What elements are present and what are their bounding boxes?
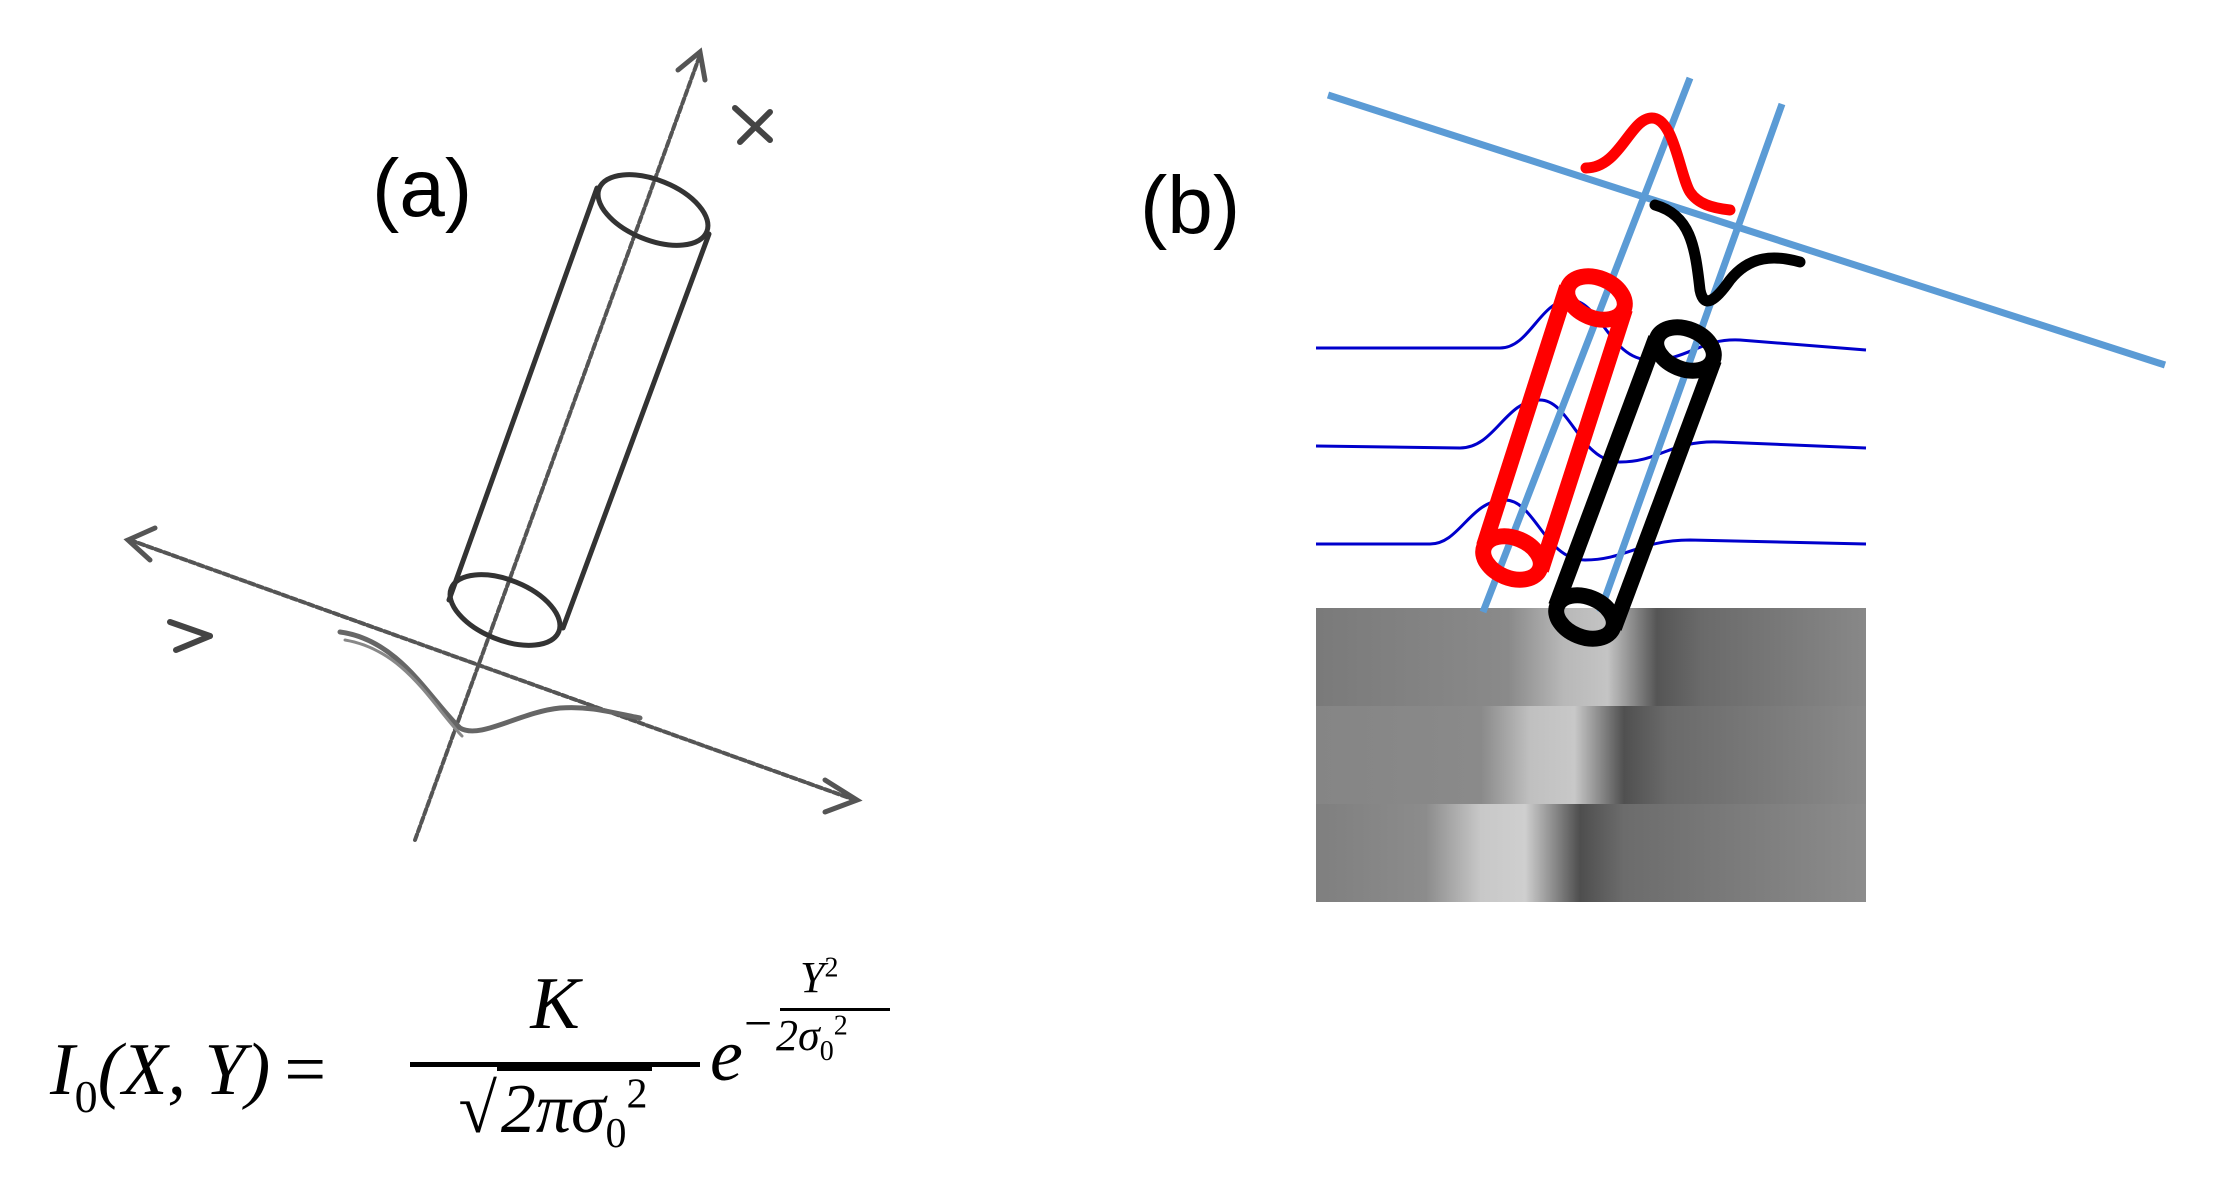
panel-b-label: (b) [1140, 160, 1241, 251]
panel-a-label: (a) [372, 143, 473, 234]
formula-exponent-numerator-sup: 2 [824, 952, 839, 984]
formula-exponent-denominator-sub: 0 [819, 1035, 834, 1067]
profile-top [1316, 298, 1867, 362]
formula-equals: = [284, 1029, 327, 1111]
formula-numerator: K [530, 963, 580, 1045]
formula-exponent-denominator-sup: 2 [833, 1010, 848, 1042]
formula-exponent-denominator: 2σ [776, 1011, 820, 1060]
cylinder-sketch [446, 172, 712, 648]
x-axis-letter: X [742, 98, 743, 99]
black-cylinder [1548, 319, 1722, 647]
profile-middle [1315, 398, 1867, 464]
formula-lhs-symbol: I [50, 1029, 75, 1111]
sqrt-symbol: √ [458, 1071, 497, 1148]
formula-lhs-args: (X, Y) [97, 1029, 271, 1111]
formula-exponent-bar [780, 1008, 890, 1011]
axis-black-cylinder [1596, 102, 1786, 614]
red-gaussian-curve [1580, 112, 1736, 216]
formula-denominator-inner: 2πσ [500, 1071, 606, 1148]
formula-exponent-numerator: Y [800, 953, 825, 1002]
projection-axes [1326, 76, 2167, 614]
axis-red-cylinder [1479, 76, 1694, 614]
formula-denominator-sub: 0 [605, 1111, 627, 1157]
formula-denominator-sup: 2 [626, 1071, 648, 1118]
y-axis-letter-mark [167, 619, 213, 653]
gaussian-profile-sketch [337, 629, 643, 734]
y-axis-letter: Y [176, 624, 177, 625]
x-axis-arrowhead [675, 47, 708, 83]
formula-base: e [710, 1015, 743, 1097]
intensity-image [1316, 608, 1866, 902]
x-axis-line [413, 53, 702, 842]
x-axis-letter-mark [732, 105, 773, 145]
projection-line [1326, 91, 2167, 369]
formula-exponent-sign: − [744, 995, 773, 1051]
black-gaussian-curve [1649, 199, 1806, 307]
panel-a-sketch [123, 47, 863, 842]
red-cylinder [1475, 268, 1633, 588]
y-axis-arrowhead-right [822, 777, 863, 815]
gaussian-formula: I0(X, Y)= K √2πσ02 e − Y2 2σ02 [50, 952, 890, 1170]
y-axis-line [128, 538, 857, 802]
y-axis-arrowhead-left [123, 525, 158, 563]
formula-denominator: √2πσ02 [410, 1067, 700, 1158]
formula-lhs-subscript: 0 [74, 1071, 98, 1122]
formula-fraction: K √2πσ02 [410, 963, 700, 1170]
formula-fraction-bar [410, 1062, 700, 1067]
formula-lhs: I0(X, Y)= [50, 1028, 340, 1122]
